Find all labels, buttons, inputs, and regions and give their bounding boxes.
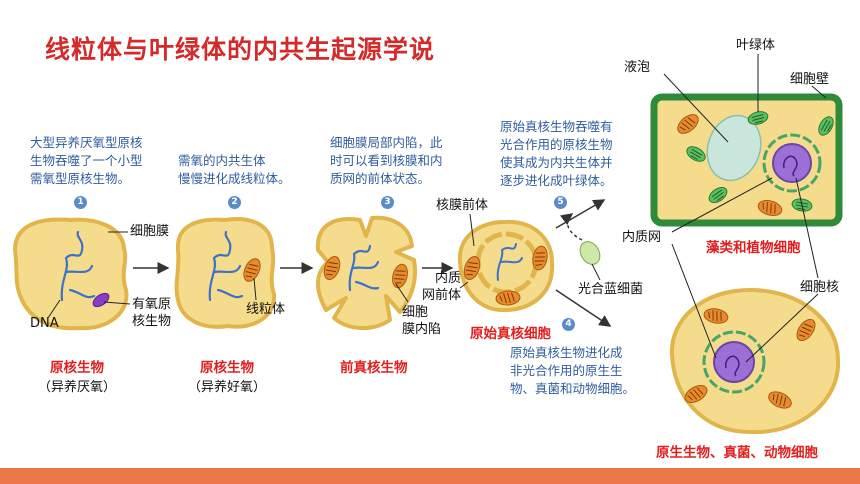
step-4-note: 原始真核生物进化成 非光合作用的原生生 物、真菌和动物细胞。 bbox=[510, 344, 635, 398]
step-4-line-1: 原始真核生物进化成 bbox=[510, 345, 623, 360]
caption-prokaryote-1-name: 原核生物 bbox=[50, 360, 104, 376]
cell-4 bbox=[457, 219, 555, 313]
caption-prokaryote-2-sub: （异养好氧） bbox=[187, 380, 266, 395]
label-er-precursor-line-1: 内质 bbox=[435, 271, 462, 286]
label-nuclear-envelope-precursor: 核膜前体 bbox=[436, 198, 489, 213]
step-5-line-1: 原始真核生物吞噬有 bbox=[500, 119, 613, 134]
label-aerobic-line-1: 有氧原 bbox=[132, 297, 172, 312]
label-invagination-line-2: 膜内陷 bbox=[402, 322, 442, 337]
label-er-precursor-line-2: 网前体 bbox=[422, 288, 462, 303]
process-arrows bbox=[133, 199, 612, 327]
caption-prokaryote-anaerobic: 原核生物 （异养厌氧） bbox=[34, 356, 120, 395]
label-cell-membrane: 细胞膜 bbox=[130, 224, 170, 239]
animal-cell bbox=[669, 287, 841, 435]
label-membrane-invagination: 细胞 膜内陷 bbox=[402, 304, 441, 338]
step-3-line-3: 质网的前体状态。 bbox=[330, 171, 431, 186]
step-2-note: 需氧的内共生体 慢慢进化成线粒体。 bbox=[178, 152, 291, 188]
cyanobacterium bbox=[579, 241, 601, 265]
step-5-line-2: 光合作用的原核生物 bbox=[500, 137, 613, 152]
caption-prokaryote-aerobic: 原核生物 （异养好氧） bbox=[184, 356, 270, 395]
label-vacuole: 液泡 bbox=[624, 60, 651, 75]
step-5-line-3: 使其成为内共生体并 bbox=[500, 155, 613, 170]
step-3-badge: 3 bbox=[381, 196, 394, 209]
label-dna: DNA bbox=[30, 316, 59, 331]
step-1-line-3: 需氧型原核生物。 bbox=[30, 171, 131, 186]
step-5-note: 原始真核生物吞噬有 光合作用的原核生物 使其成为内共生体并 逐步进化成叶绿体。 bbox=[500, 118, 613, 190]
leader-lines bbox=[47, 54, 827, 363]
step-3-line-1: 细胞膜局部内陷，此 bbox=[330, 135, 443, 150]
step-5-line-4: 逐步进化成叶绿体。 bbox=[500, 173, 613, 188]
caption-prokaryote-2-name: 原核生物 bbox=[200, 360, 254, 376]
cell-1 bbox=[12, 217, 129, 331]
bottom-accent-bar bbox=[0, 468, 860, 484]
caption-animal-cell: 原生生物、真菌、动物细胞 bbox=[656, 445, 818, 461]
label-chloroplast: 叶绿体 bbox=[736, 38, 776, 53]
step-4-badge: 4 bbox=[562, 318, 575, 331]
label-er-precursor: 内质 网前体 bbox=[422, 270, 461, 304]
label-nucleus: 细胞核 bbox=[800, 280, 840, 295]
step-1-note: 大型异养厌氧型原核 生物吞噬了一个小型 需氧型原核生物。 bbox=[30, 134, 143, 188]
step-4-line-3: 物、真菌和动物细胞。 bbox=[510, 381, 636, 396]
step-3-note: 细胞膜局部内陷，此 时可以看到核膜和内 质网的前体状态。 bbox=[330, 134, 443, 188]
label-cyanobacteria: 光合蓝细菌 bbox=[578, 282, 644, 297]
caption-pre-eukaryote: 前真核生物 bbox=[340, 360, 408, 376]
step-3-line-2: 时可以看到核膜和内 bbox=[330, 153, 443, 168]
label-er: 内质网 bbox=[622, 230, 662, 245]
label-aerobic-line-2: 核生物 bbox=[132, 314, 172, 329]
caption-plant-cell: 藻类和植物细胞 bbox=[706, 240, 801, 256]
label-aerobic-prokaryote: 有氧原 核生物 bbox=[132, 296, 171, 330]
step-2-line-1: 需氧的内共生体 bbox=[178, 153, 266, 168]
cell-3 bbox=[315, 215, 417, 331]
label-mitochondrion: 线粒体 bbox=[246, 302, 286, 317]
step-2-line-2: 慢慢进化成线粒体。 bbox=[178, 171, 291, 186]
step-1-badge: 1 bbox=[74, 196, 87, 209]
plant-cell bbox=[650, 93, 843, 227]
label-cell-wall: 细胞壁 bbox=[790, 72, 830, 87]
step-5-badge: 5 bbox=[554, 196, 567, 209]
step-2-badge: 2 bbox=[228, 196, 241, 209]
page-title: 线粒体与叶绿体的内共生起源学说 bbox=[45, 35, 436, 64]
step-1-line-1: 大型异养厌氧型原核 bbox=[30, 135, 143, 150]
label-invagination-line-1: 细胞 bbox=[402, 305, 429, 320]
caption-primitive-eukaryote: 原始真核细胞 bbox=[470, 326, 551, 342]
cell-2 bbox=[174, 217, 277, 329]
caption-prokaryote-1-sub: （异养厌氧） bbox=[37, 380, 116, 395]
step-1-line-2: 生物吞噬了一个小型 bbox=[30, 153, 143, 168]
step-4-line-2: 非光合作用的原生生 bbox=[510, 363, 623, 378]
